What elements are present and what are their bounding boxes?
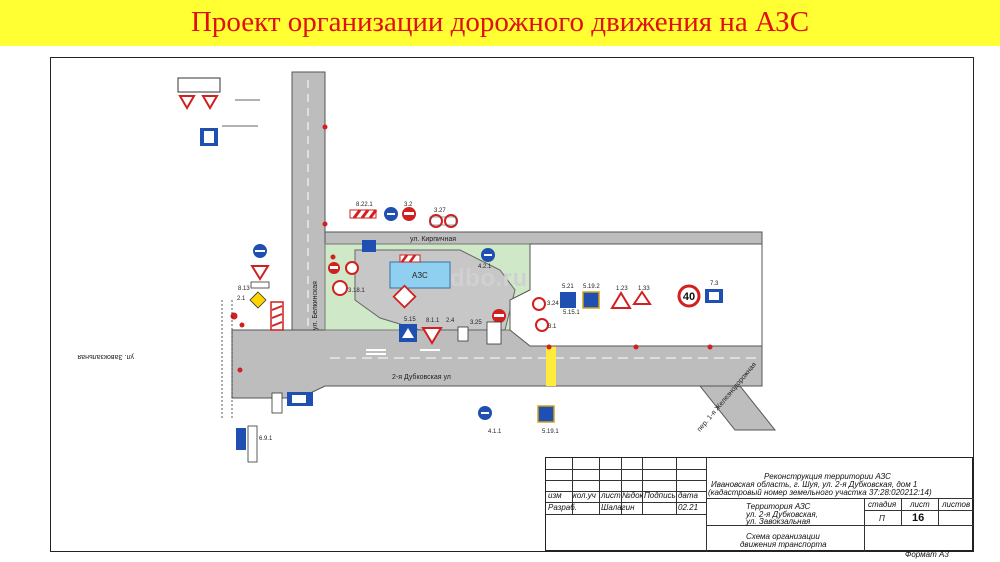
label-side-left: ул. Белкинская	[312, 281, 319, 330]
sign-cluster-left	[221, 244, 284, 418]
stamp-header-data: дата	[678, 491, 698, 500]
sign-cluster-azs	[328, 240, 506, 345]
sign-code-17: 3.1	[548, 324, 557, 330]
stamp-header-ndok: №док	[622, 491, 644, 500]
stamp-author: Шалагин	[601, 503, 635, 512]
sign-code-4: 5.19.1	[542, 429, 559, 435]
project-title: Реконструкция территории АЗС	[764, 472, 891, 481]
sign-code-9: 1.23	[616, 286, 628, 292]
sign-code-0: 5.15	[404, 317, 416, 323]
sign-code-2: 4.1.1	[488, 429, 502, 435]
azs-territory	[324, 243, 763, 347]
sign-code-14: 3.27	[434, 208, 446, 214]
title-bar	[0, 0, 1000, 46]
sign-cluster-kirpichnaya	[349, 207, 458, 228]
sign-code-5: 5.19.2	[583, 284, 600, 290]
stamp-col-stage: стадия	[868, 500, 897, 509]
drawing-sheet	[50, 57, 974, 552]
label-dubkovskaya: 2-я Дубковская ул	[392, 373, 451, 381]
stamp-val-sheet: 16	[912, 512, 925, 524]
sign-code-15: 3.18.1	[348, 288, 365, 294]
stamp-col-sheets: листов	[942, 500, 971, 509]
sign-cluster-east: 40	[532, 284, 723, 332]
sign-code-3: 2.1	[237, 296, 246, 302]
label-kirpichnaya: ул. Кирпичная	[410, 236, 456, 243]
crosswalk	[546, 346, 556, 386]
sign-cluster-south	[236, 392, 555, 463]
sign-code-10: 5.21	[562, 284, 574, 290]
stamp-col-sheet: лист	[910, 500, 930, 509]
stamp-header-podpis: Подпись	[644, 491, 676, 500]
roads	[231, 71, 777, 431]
sign-cluster-top-left	[177, 77, 260, 146]
stamp-header-koluch: кол.уч	[573, 491, 596, 500]
title-block: изм кол.уч лист №док Подпись дата Разраб…	[545, 457, 974, 552]
watermark-text: dbo.ru	[450, 265, 528, 292]
stamp-header-list: лист	[601, 491, 621, 500]
sheet-name-1: Схема организации	[746, 532, 820, 541]
stamp-role: Разраб.	[548, 503, 577, 512]
stamp-date: 02.21	[678, 503, 699, 512]
sign-code-6: 8.13	[238, 286, 250, 292]
sign-code-18: 5.15.1	[563, 310, 580, 316]
page-title: Проект организации дорожного движения на…	[190, 6, 810, 38]
sign-code-19: 2.4	[446, 318, 455, 324]
sign-code-20: 3.25	[470, 320, 482, 326]
traffic-signs: 40	[177, 77, 723, 463]
sign-code-13: 3.2	[404, 202, 413, 208]
sign-code-16: 4.2.1	[478, 264, 492, 270]
horizontal-road-kirpichnaya	[324, 231, 763, 245]
sheet-name-2: движения транспорта	[740, 540, 827, 549]
project-cadastre: (кадастровый номер земельного участка 37…	[708, 488, 932, 497]
sign-code-12: 8.22.1	[356, 202, 373, 208]
pereulok-road	[698, 385, 777, 431]
stamp-header-izm: изм	[548, 491, 562, 500]
label-azs: АЗС	[412, 271, 428, 280]
object-address-1: ул. 2-я Дубковская,	[746, 510, 818, 519]
sign-code-21: 6.9.1	[259, 436, 273, 442]
east-lot	[509, 243, 763, 347]
label-zavokzalnaya: ул. Завокзальная	[77, 353, 134, 360]
sign-code-11: 7.3	[710, 281, 719, 287]
speed-limit-value: 40	[683, 291, 695, 303]
sign-code-7: 3.24	[547, 301, 559, 307]
sign-code-1: 8.1.1	[426, 318, 440, 324]
format-label: Формат А3	[905, 550, 949, 559]
object-name: Территория АЗС	[746, 502, 811, 511]
project-address: Ивановская область, г. Шуя, ул. 2-я Дубк…	[711, 480, 918, 489]
sign-code-labels: 5.15 8.1.1 4.1.1 2.1 5.19.1 5.19.2 8.13 …	[237, 202, 719, 442]
stamp-val-stage: П	[879, 514, 885, 523]
object-address-2: ул. Завокзальная	[746, 517, 811, 526]
sign-code-8: 1.33	[638, 286, 650, 292]
road-markers	[237, 124, 713, 373]
